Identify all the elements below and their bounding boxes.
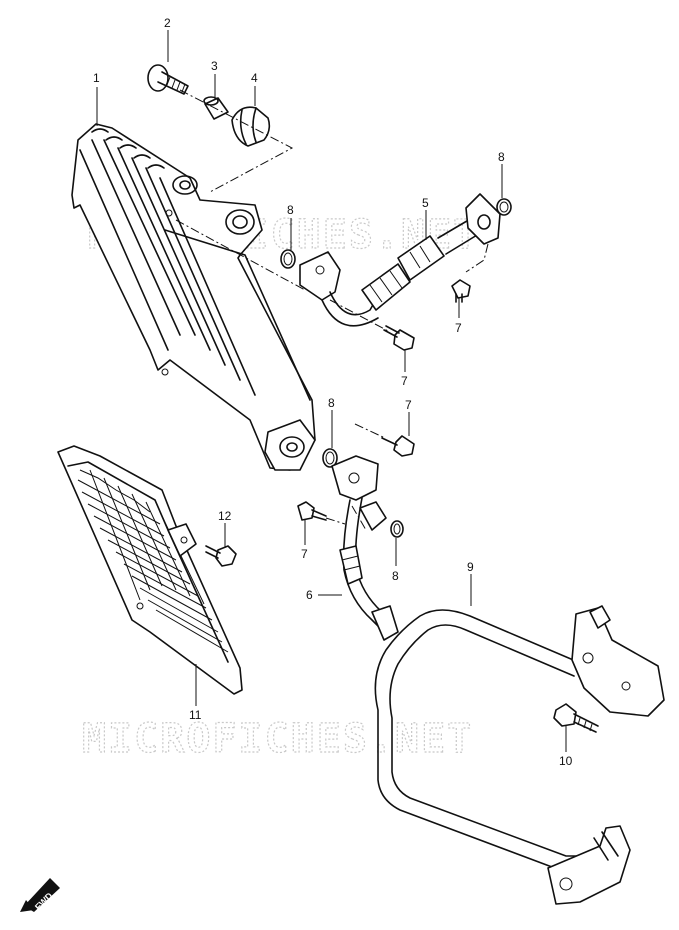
bolt-7c [354,423,415,457]
oil-hose-6 [331,455,399,641]
bolt-7a [329,299,415,351]
callout-7b: 7 [401,374,408,388]
bolt-12 [205,545,237,567]
callout-4: 4 [251,71,258,85]
bolt-2 [147,64,189,95]
callout-1: 1 [93,71,100,85]
callout-6: 6 [306,588,313,602]
grommet-4 [231,106,271,147]
callout-8c: 8 [328,396,335,410]
callout-3: 3 [211,59,218,73]
oil-cooler [71,123,316,471]
watermark-bottom: MICROFICHES.NET [82,716,473,762]
o-ring-8a [280,249,296,269]
callout-8b: 8 [498,150,505,164]
callout-7d: 7 [301,547,308,561]
oil-hose-5 [299,193,501,327]
bolt-10 [553,703,599,733]
cooler-guard-11 [57,445,243,695]
o-ring-8c [322,448,338,468]
assembly-line-top [179,89,294,193]
fwd-arrow: FWD [20,878,60,912]
callout-7a: 7 [455,321,462,335]
bolt-7d [297,501,346,525]
callout-9: 9 [467,560,474,574]
collar-3 [203,96,229,120]
o-ring-8d [390,520,404,538]
engine-guard-9 [374,605,665,905]
bolt-7b [451,279,471,303]
callout-12: 12 [218,509,232,523]
leader-lines [96,30,567,752]
callout-8d: 8 [392,569,399,583]
callout-5: 5 [422,196,429,210]
callouts: 1 2 3 4 5 8 8 7 7 8 7 12 7 8 9 6 11 10 [93,16,573,768]
callout-10: 10 [559,754,573,768]
callout-7c: 7 [405,398,412,412]
callout-2: 2 [164,16,171,30]
callout-11: 11 [189,708,202,722]
callout-8a: 8 [287,203,294,217]
assembly-line-cooler [175,219,306,291]
o-ring-8b [496,198,512,216]
